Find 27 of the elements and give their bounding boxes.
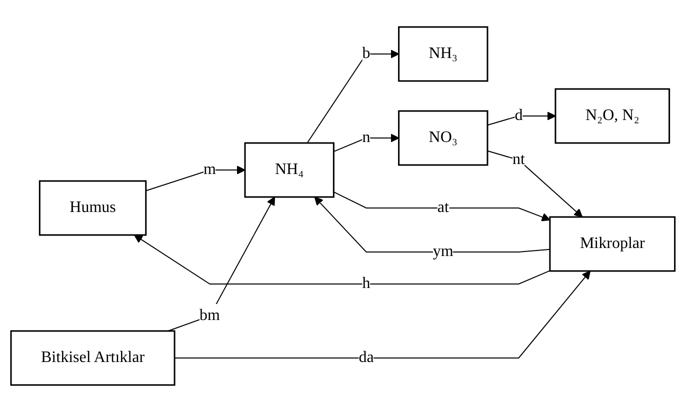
arrow xyxy=(134,234,550,284)
arrow xyxy=(314,196,550,252)
edge-label: h xyxy=(362,275,370,292)
edge-label: m xyxy=(203,161,216,178)
edge-label: n xyxy=(362,129,370,146)
arrow xyxy=(332,191,550,222)
arrow xyxy=(144,166,245,192)
node-box: NH₃ xyxy=(398,26,488,82)
arrow xyxy=(174,270,590,358)
edge-label: b xyxy=(362,45,370,62)
edge-label: nt xyxy=(512,151,525,168)
node-box: N₂O, N₂ xyxy=(554,88,670,144)
arrow xyxy=(486,150,582,218)
node-box: Humus xyxy=(38,180,146,236)
arrow xyxy=(332,134,399,152)
node-box: Mikroplar xyxy=(548,216,676,272)
edge-label: bm xyxy=(199,307,220,324)
edge-label: ym xyxy=(432,243,453,260)
arrow xyxy=(167,196,275,332)
edge-label: at xyxy=(436,199,449,216)
arrow xyxy=(486,112,556,126)
arrow xyxy=(306,50,399,144)
edge-label: da xyxy=(358,349,374,366)
edge-label: d xyxy=(514,107,522,124)
node-box: NH₄ xyxy=(244,142,334,198)
node-box: Bitkisel Artıklar xyxy=(10,330,175,386)
node-box: NO₃ xyxy=(398,110,488,166)
